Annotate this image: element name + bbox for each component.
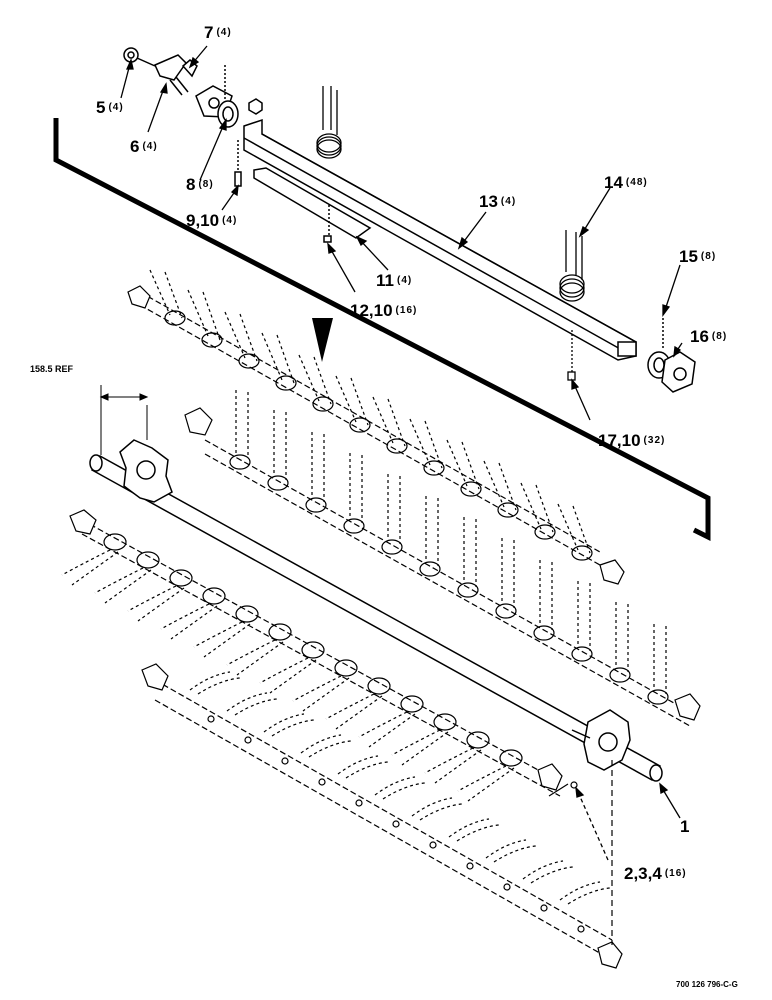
callout-15-qty: (8): [700, 251, 717, 262]
callout-2-3-4-number: 2,3,4: [624, 864, 662, 883]
callout-6-number: 6: [130, 137, 140, 156]
callout-5-qty: (4): [108, 102, 124, 113]
tine-bar-row-4: [141, 663, 623, 969]
end-bearing-16: [647, 318, 696, 393]
callout-14-qty: (48): [625, 177, 648, 188]
callout-16-qty: (8): [711, 331, 728, 342]
callout-17-10-qty: (32): [643, 435, 666, 446]
callout-12-10: 12,10(16): [350, 302, 417, 320]
callout-13-qty: (4): [500, 196, 517, 207]
callout-9-10-number: 9,10: [186, 211, 220, 230]
callout-13-number: 13: [479, 192, 498, 211]
callout-16: 16(8): [690, 328, 727, 346]
callout-13: 13(4): [479, 193, 516, 211]
callout-16-number: 16: [690, 327, 709, 346]
callout-11-qty: (4): [396, 275, 413, 286]
tine-bar-row-2: [184, 390, 701, 727]
callout-14-number: 14: [604, 173, 623, 192]
callout-1-number: 1: [680, 817, 690, 836]
tine-bar-13: [243, 118, 637, 361]
spring-tine-top: [316, 86, 342, 159]
callout-9-10: 9,10(4): [186, 212, 237, 230]
callout-9-10-qty: (4): [222, 215, 238, 226]
callout-5: 5(4): [96, 99, 124, 117]
callout-7-number: 7: [204, 23, 214, 42]
callout-11: 11(4): [376, 272, 412, 290]
callout-17-10: 17,10(32): [598, 432, 665, 450]
assembly-bracket: [53, 118, 711, 542]
callout-8-number: 8: [186, 175, 196, 194]
callout-17-10-number: 17,10: [598, 431, 641, 450]
callout-2-3-4-qty: (16): [664, 868, 687, 879]
strip-11: [253, 167, 372, 243]
callout-12-10-number: 12,10: [350, 301, 393, 320]
figure-id: 700 126 796-C-G: [676, 980, 738, 989]
leader-lines: [120, 45, 683, 861]
callout-14: 14(48): [604, 174, 648, 192]
assembly-arrow: [312, 318, 333, 362]
upper-tine-bar: [127, 269, 601, 566]
reference-dimension-label: 158.5 REF: [30, 364, 74, 374]
callout-8-qty: (8): [198, 179, 214, 190]
callout-15: 15(8): [679, 248, 716, 266]
callout-8: 8(8): [186, 176, 214, 194]
callout-2-3-4: 2,3,4(16): [624, 865, 687, 883]
callout-7: 7(4): [204, 24, 232, 42]
callout-5-number: 5: [96, 98, 106, 117]
ref-dimension: [99, 385, 149, 455]
callout-6-qty: (4): [142, 141, 158, 152]
tine-bar-row-3: [61, 509, 578, 802]
callout-12-10-qty: (16): [395, 305, 418, 316]
callout-1: 1: [680, 818, 692, 836]
callout-7-qty: (4): [216, 27, 232, 38]
top-hardware: [123, 47, 263, 187]
callout-11-number: 11: [376, 271, 394, 290]
callout-15-number: 15: [679, 247, 698, 266]
center-shaft-1: [89, 439, 663, 782]
callout-6: 6(4): [130, 138, 158, 156]
